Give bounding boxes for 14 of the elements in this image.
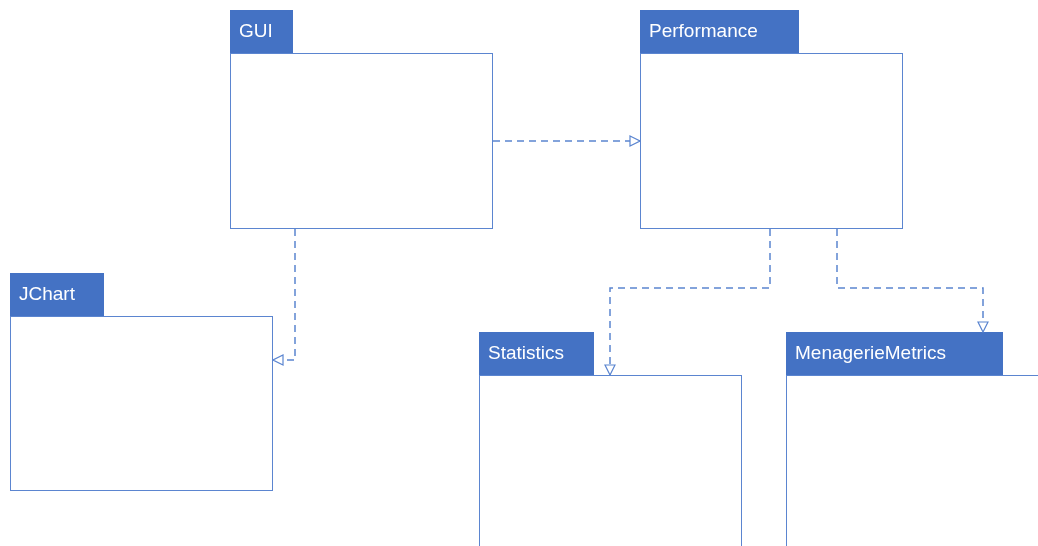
dependency-arrow <box>272 228 296 366</box>
package-name: Statistics <box>488 341 565 366</box>
dependency-arrow <box>836 228 989 333</box>
package <box>786 332 1038 546</box>
package <box>230 10 493 229</box>
package <box>640 10 903 229</box>
package-name: GUI <box>239 19 273 44</box>
package-name: JChart <box>19 282 75 307</box>
dependency-arrow <box>492 135 641 147</box>
package <box>10 273 273 491</box>
dependency-arrow <box>604 228 771 376</box>
package-name: MenagerieMetrics <box>795 341 946 366</box>
package-name: Performance <box>649 19 758 44</box>
package <box>479 332 742 546</box>
